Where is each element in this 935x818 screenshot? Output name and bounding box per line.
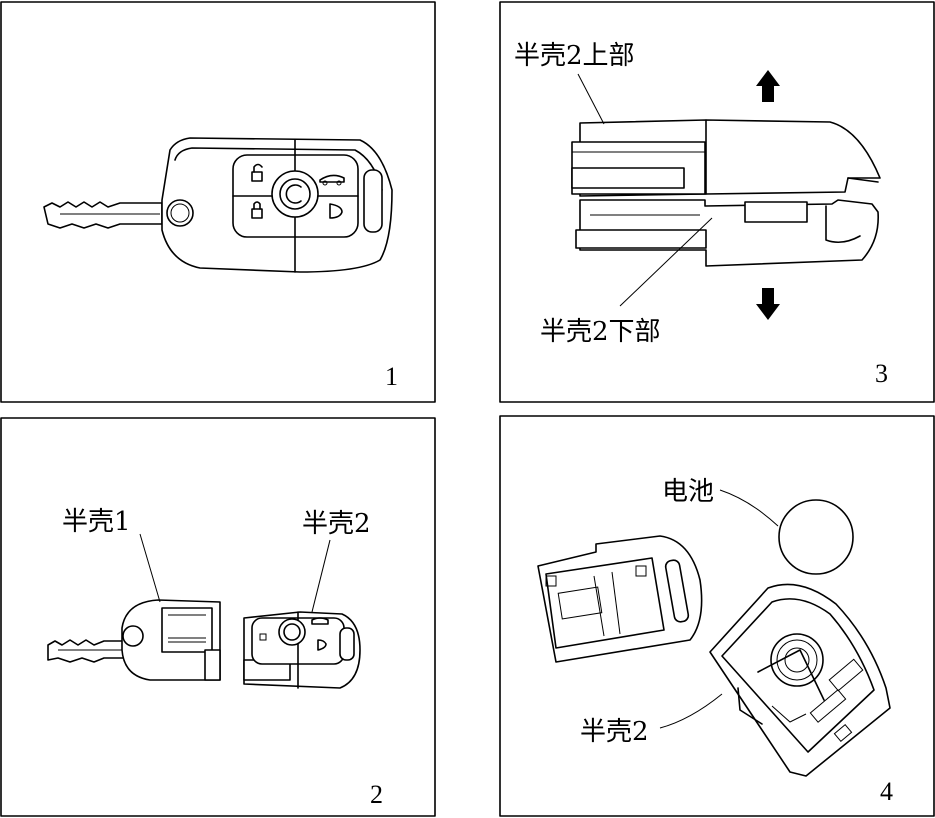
arrow-up-icon [756, 70, 780, 102]
shell-2-side-view-icon [571, 119, 881, 267]
battery-icon [778, 499, 854, 575]
key-half-shell-2-icon [243, 611, 361, 689]
panel-3-number: 3 [875, 359, 888, 388]
panel-1-number: 1 [385, 362, 398, 391]
leader-half-shell-2 [311, 539, 331, 613]
label-upper-part: 半壳2上部 [514, 41, 635, 71]
arrow-down-icon [756, 288, 780, 320]
key-half-shell-1-icon [47, 599, 221, 681]
panel-4-number: 4 [880, 777, 893, 806]
leader-battery [719, 489, 779, 527]
panel-4: 电池 半壳2 4 [499, 415, 935, 817]
leader-half-shell-2-p4 [659, 693, 723, 729]
panel-2: 半壳1 半壳2 2 [0, 417, 436, 817]
leader-half-shell-1 [139, 533, 161, 603]
panel-3: 半壳2上部 半壳2下部 3 [499, 1, 935, 403]
panel-2-number: 2 [370, 780, 383, 809]
shell-cover-icon [537, 535, 703, 663]
label-half-shell-2: 半壳2 [302, 509, 371, 539]
circuit-board-shell-icon [709, 583, 891, 777]
leader-lower [619, 217, 713, 307]
panel-1: 1 [0, 1, 436, 403]
flip-key-closed-icon [43, 137, 393, 273]
label-half-shell-2-p4: 半壳2 [580, 717, 649, 747]
label-half-shell-1: 半壳1 [62, 507, 131, 537]
label-battery: 电池 [662, 477, 714, 507]
leader-upper [577, 73, 605, 125]
label-lower-part: 半壳2下部 [540, 317, 661, 347]
